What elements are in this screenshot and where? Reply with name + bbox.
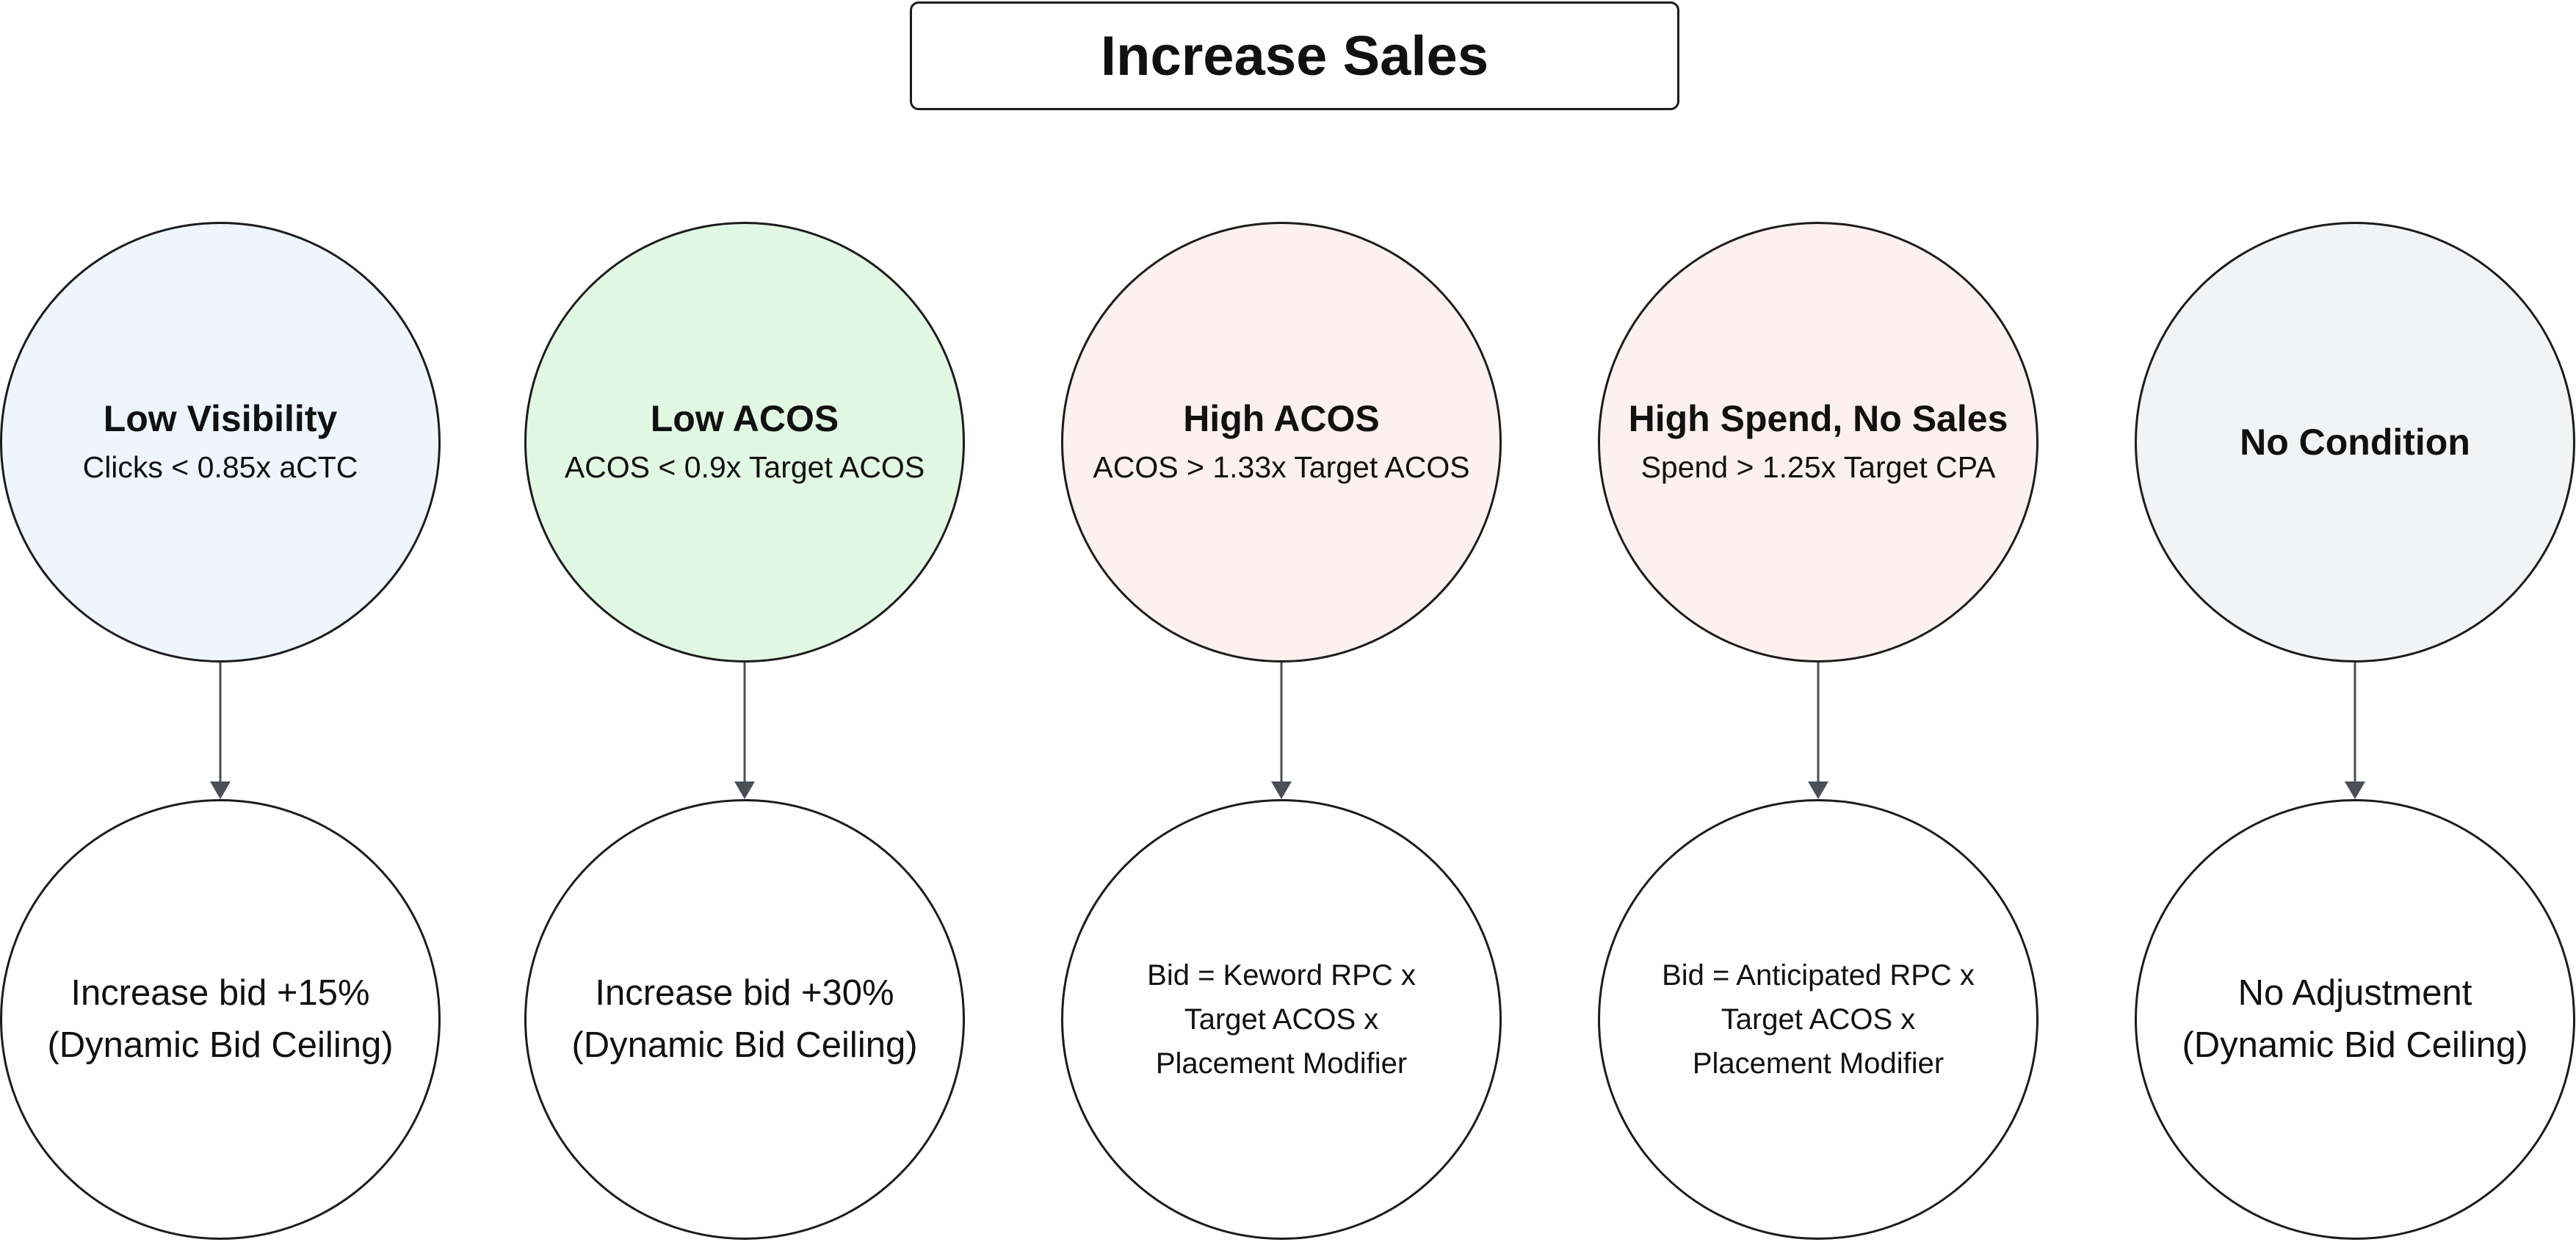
action-line-2: (Dynamic Bid Ceiling): [47, 1025, 394, 1065]
condition-rule: ACOS > 1.33x Target ACOS: [1093, 450, 1470, 485]
action-line-1: Increase bid +30%: [595, 972, 894, 1013]
condition-rule: Clicks < 0.85x aCTC: [82, 450, 358, 485]
action-no-condition: No Adjustment (Dynamic Bid Ceiling): [2135, 799, 2575, 1240]
condition-name: Low ACOS: [650, 398, 839, 440]
action-formula: Bid = Keword RPC x Target ACOS x Placeme…: [1147, 959, 1416, 1080]
condition-high-acos: High ACOS ACOS > 1.33x Target ACOS: [1061, 222, 1502, 662]
action-line-1: Increase bid +15%: [70, 972, 370, 1013]
action-high-acos: Bid = Keword RPC x Target ACOS x Placeme…: [1061, 799, 1502, 1240]
condition-low-acos: Low ACOS ACOS < 0.9x Target ACOS: [524, 222, 965, 662]
condition-name: No Condition: [2240, 422, 2470, 463]
action-low-acos: Increase bid +30% (Dynamic Bid Ceiling): [524, 799, 965, 1240]
action-high-spend-no-sales: Bid = Anticipated RPC x Target ACOS x Pl…: [1598, 799, 2038, 1240]
action-line-2: (Dynamic Bid Ceiling): [571, 1025, 918, 1065]
action-low-visibility: Increase bid +15% (Dynamic Bid Ceiling): [0, 799, 441, 1240]
condition-rule: ACOS < 0.9x Target ACOS: [564, 450, 925, 485]
arrow-no-condition: [2345, 662, 2365, 799]
arrow-high-spend-no-sales: [1808, 662, 1828, 799]
arrow-high-acos: [1271, 662, 1292, 799]
goal-title: Increase Sales: [1100, 24, 1489, 87]
condition-name: High ACOS: [1183, 398, 1380, 440]
condition-name: Low Visibility: [103, 398, 338, 440]
action-line-1: No Adjustment: [2237, 972, 2472, 1013]
action-formula: Bid = Anticipated RPC x Target ACOS x Pl…: [1662, 959, 1975, 1080]
arrow-low-visibility: [210, 662, 231, 799]
arrow-low-acos: [734, 662, 755, 799]
condition-rule: Spend > 1.25x Target CPA: [1640, 450, 1996, 485]
action-line-2: (Dynamic Bid Ceiling): [2182, 1025, 2528, 1065]
condition-no-condition: No Condition: [2135, 222, 2575, 662]
condition-low-visibility: Low Visibility Clicks < 0.85x aCTC: [0, 222, 441, 662]
condition-name: High Spend, No Sales: [1628, 398, 2008, 440]
condition-high-spend-no-sales: High Spend, No Sales Spend > 1.25x Targe…: [1598, 222, 2038, 662]
goal-title-box: Increase Sales: [910, 1, 1679, 110]
